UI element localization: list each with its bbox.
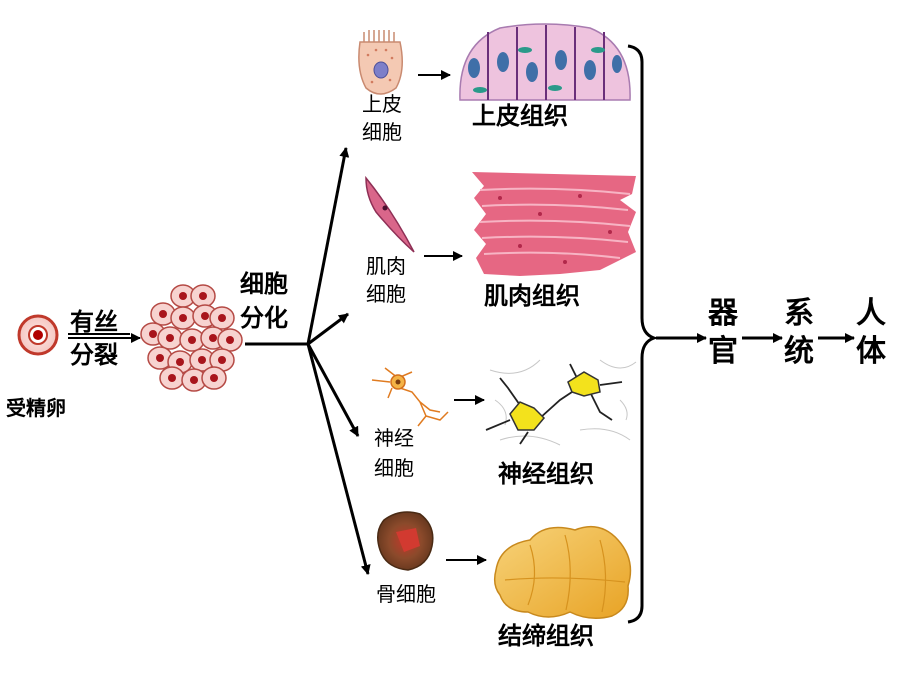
cluster-cell-nucleus [156,354,164,362]
connective-tissue-icon [493,525,632,619]
cluster-cell-nucleus [190,376,198,384]
mitosis-label-line1: 有丝 [70,308,118,336]
epithelial-tissue-label: 上皮组织 [472,102,568,130]
epithelial-cell-icon [358,30,403,95]
epithelial-cell-label-line2: 细胞 [362,120,402,144]
organ-label-line1: 器 [708,296,738,331]
cluster-cell-nucleus [166,334,174,342]
organ-label-line2: 官 [708,334,738,369]
cluster-cell-nucleus [159,310,167,318]
cluster-cell-nucleus [218,314,226,322]
cluster-cell-nucleus [149,330,157,338]
fertilized-egg-icon [17,314,59,356]
cluster-cell-nucleus [218,356,226,364]
mitosis-label-line2: 分裂 [70,341,118,369]
muscle-tissue-label: 肌肉组织 [484,282,580,310]
muscle-cell-icon [365,175,415,253]
cluster-cell-nucleus [168,374,176,382]
differentiation-arrows [245,147,371,575]
brace [627,44,659,624]
differentiation-label-line1: 细胞 [240,270,288,298]
cluster-cell-nucleus [199,292,207,300]
cluster-cell-nucleus [226,336,234,344]
cluster-cell-nucleus [188,336,196,344]
body-label-line2: 体 [856,334,886,369]
connective-tissue-label: 结缔组织 [498,622,594,650]
epithelial-cell-label-line1: 上皮 [362,92,402,116]
cluster-cell-nucleus [179,292,187,300]
cluster-cell-nucleus [209,334,217,342]
nerve-cell-label-line1: 神经 [374,426,414,450]
bone-cell-icon [377,511,434,571]
cluster-cell-nucleus [198,356,206,364]
muscle-cell-label-line2: 细胞 [366,282,406,306]
nerve-cell-icon [371,367,449,427]
system-label-line2: 统 [784,334,814,369]
cell-cluster-icon [140,284,243,392]
nerve-tissue-label: 神经组织 [498,460,594,488]
bone-cell-label: 骨细胞 [376,582,436,606]
muscle-cell-label-line1: 肌肉 [366,254,406,278]
muscle-tissue-icon [472,172,636,276]
nerve-cell-label-line2: 细胞 [374,456,414,480]
cluster-cell-nucleus [176,358,184,366]
differentiation-label-line2: 分化 [240,304,288,332]
cluster-cell-nucleus [179,314,187,322]
cluster-cell-nucleus [210,374,218,382]
system-label-line1: 系 [784,296,814,331]
nerve-tissue-icon [485,359,637,446]
body-label-line1: 人 [856,296,886,331]
epithelial-tissue-icon [459,23,631,101]
fertilized-egg-label: 受精卵 [6,396,66,420]
cluster-cell-nucleus [201,312,209,320]
